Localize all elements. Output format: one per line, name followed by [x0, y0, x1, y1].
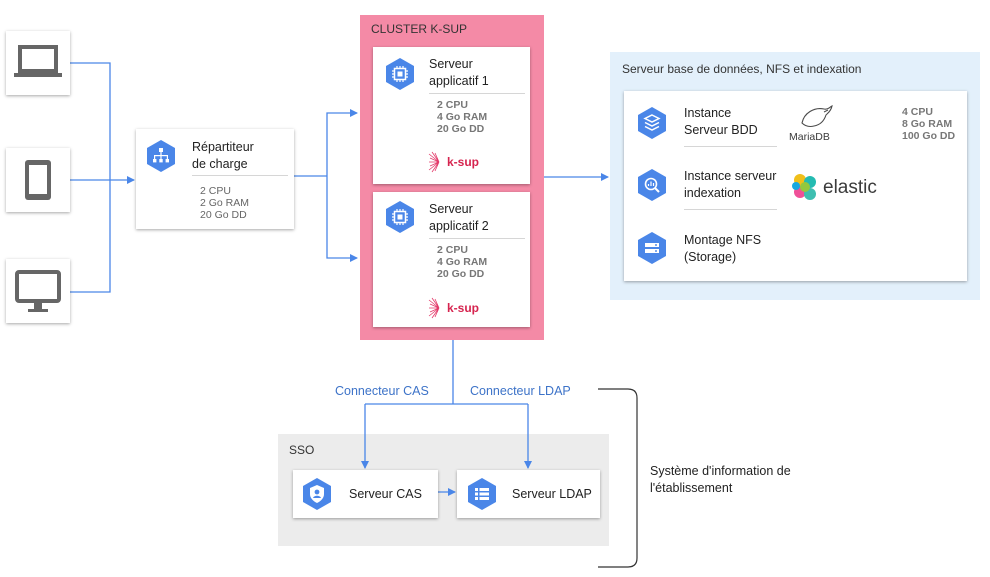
load-balancer-title-2: de charge [192, 157, 248, 171]
link-laptop [70, 62, 111, 180]
spec-cpu: 2 CPU [437, 244, 468, 256]
compute-engine-icon [385, 57, 415, 91]
nfs-title-1: Montage NFS [684, 233, 762, 247]
spec-ram: 4 Go RAM [437, 256, 488, 268]
ldap-server-label: Serveur LDAP [512, 487, 592, 501]
divider [192, 175, 288, 176]
bdd-title-2: Serveur BDD [684, 123, 758, 137]
si-label-2: l'établissement [650, 481, 733, 495]
spec-disk: 20 Go DD [437, 268, 485, 280]
index-title-1: Instance serveur [684, 169, 777, 183]
server-1-title-2: applicatif 1 [429, 74, 489, 88]
link-desktop [70, 180, 111, 293]
search-index-icon [637, 168, 667, 202]
client-tablet [6, 148, 70, 212]
load-balancer-card: Répartiteur de charge 2 CPU 2 Go RAM 20 … [136, 129, 294, 229]
cas-server-card: Serveur CAS [293, 470, 438, 518]
divider [429, 93, 525, 94]
client-laptop [6, 31, 70, 95]
cas-server-label: Serveur CAS [349, 487, 422, 501]
app-server-2-card: Serveur applicatif 2 2 CPU 4 Go RAM 20 G… [373, 192, 530, 327]
elastic-logo-text: elastic [823, 177, 877, 198]
spec-cpu: 2 CPU [437, 99, 468, 111]
index-title-2: indexation [684, 186, 741, 200]
load-balancer-icon [146, 139, 176, 173]
divider [684, 209, 777, 210]
ksup-logo: k-sup [427, 150, 487, 174]
nfs-title-2: (Storage) [684, 250, 737, 264]
storage-icon [637, 231, 667, 265]
spec-cpu: 4 CPU [902, 106, 933, 118]
client-desktop [6, 259, 70, 323]
cluster-title: CLUSTER K-SUP [371, 22, 468, 36]
ldap-server-card: Serveur LDAP [457, 470, 600, 518]
spec-ram: 2 Go RAM [200, 197, 250, 209]
user-shield-icon [302, 477, 332, 511]
bdd-title-1: Instance [684, 106, 732, 120]
compute-engine-icon [385, 200, 415, 234]
spec-cpu: 2 CPU [200, 185, 231, 197]
cas-connector-label: Connecteur CAS [335, 384, 429, 398]
ldap-connector-label: Connecteur LDAP [470, 384, 571, 398]
mariadb-logo-text: MariaDB [789, 131, 830, 143]
sql-database-icon [637, 106, 667, 140]
sso-title: SSO [289, 443, 315, 457]
directory-list-icon [467, 477, 497, 511]
load-balancer-title-1: Répartiteur [192, 140, 254, 154]
si-bracket [598, 388, 638, 568]
link-to-server-1 [326, 109, 358, 176]
ksup-logo: k-sup [427, 296, 487, 320]
ksup-logo-text: k-sup [447, 301, 479, 315]
laptop-icon [14, 45, 62, 77]
spec-ram: 8 Go RAM [902, 118, 953, 130]
desktop-icon [15, 270, 61, 312]
elastic-logo: elastic [791, 171, 891, 205]
spec-ram: 4 Go RAM [437, 111, 488, 123]
tablet-icon [25, 160, 51, 200]
mariadb-logo: MariaDB [788, 103, 840, 143]
db-zone-title: Serveur base de données, NFS et indexati… [622, 62, 862, 76]
divider [684, 146, 777, 147]
ksup-logo-text: k-sup [447, 155, 479, 169]
link-to-server-2 [326, 176, 358, 262]
si-label-1: Système d'information de [650, 464, 791, 478]
divider [429, 238, 525, 239]
server-2-title-2: applicatif 2 [429, 219, 489, 233]
spec-disk: 100 Go DD [902, 130, 956, 142]
server-2-title-1: Serveur [429, 202, 473, 216]
db-card: Instance Serveur BDD MariaDB Instance se… [624, 91, 967, 281]
app-server-1-card: Serveur applicatif 1 2 CPU 4 Go RAM 20 G… [373, 47, 530, 184]
spec-disk: 20 Go DD [200, 209, 247, 221]
spec-disk: 20 Go DD [437, 123, 485, 135]
server-1-title-1: Serveur [429, 57, 473, 71]
